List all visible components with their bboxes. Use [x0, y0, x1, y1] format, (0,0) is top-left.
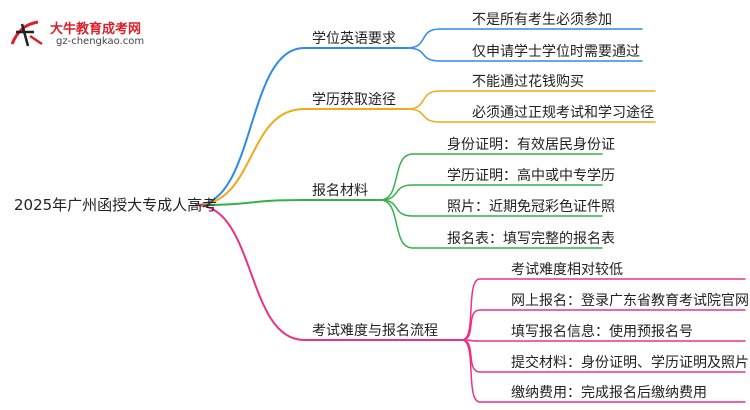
- leaf-exam-process-1: 考试难度相对较低: [511, 262, 623, 278]
- leaf-connector: [406, 108, 656, 123]
- leaf-degree-english-1: 不是所有考生必须参加: [472, 12, 612, 28]
- leaf-diploma-path-2: 必须通过正规考试和学习途径: [472, 105, 654, 121]
- leaf-exam-process-3: 填写报名信息：使用预报名号: [511, 324, 693, 340]
- leaf-diploma-path-1: 不能通过花钱购买: [472, 74, 584, 90]
- branch-degree-english: 学位英语要求: [312, 31, 396, 47]
- leaf-exam-process-2: 网上报名：登录广东省教育考试院官网: [511, 293, 749, 309]
- leaf-connector: [461, 339, 746, 403]
- logo-url: gz-chengkao.com: [56, 36, 145, 47]
- branch-materials: 报名材料: [312, 183, 368, 199]
- leaf-connector: [406, 90, 656, 110]
- leaf-materials-4: 报名表：填写完整的报名表: [447, 231, 615, 247]
- leaf-degree-english-2: 仅申请学士学位时需要通过: [472, 44, 640, 60]
- branch-connector: [195, 204, 305, 341]
- leaf-connector: [379, 199, 603, 217]
- leaf-connector: [406, 47, 643, 62]
- logo-mark-icon: [10, 20, 43, 47]
- leaf-exam-process-5: 缴纳费用：完成报名后缴纳费用: [511, 385, 707, 401]
- leaf-connector: [461, 339, 746, 342]
- leaf-connector: [461, 309, 746, 341]
- logo: 大牛教育成考网 gz-chengkao.com: [8, 14, 168, 52]
- leaf-connector: [406, 28, 643, 49]
- logo-title: 大牛教育成考网: [50, 22, 142, 37]
- leaf-exam-process-4: 提交材料：身份证明、学历证明及照片: [511, 355, 749, 371]
- leaf-connector: [379, 153, 603, 201]
- leaf-materials-2: 学历证明：高中或中专学历: [447, 168, 615, 184]
- root-node: 2025年广州函授大专成人高考: [14, 196, 218, 214]
- leaf-connector: [379, 184, 603, 201]
- branch-connector: [195, 199, 305, 206]
- leaf-connector: [461, 278, 746, 341]
- branch-diploma-path: 学历获取途径: [312, 92, 396, 108]
- branch-exam-process: 考试难度与报名流程: [312, 323, 438, 339]
- leaf-materials-3: 照片：近期免冠彩色证件照: [447, 199, 615, 215]
- leaf-materials-1: 身份证明：有效居民身份证: [447, 137, 615, 153]
- branch-connector: [195, 108, 305, 206]
- branch-connector: [195, 47, 305, 206]
- leaf-connector: [379, 199, 603, 249]
